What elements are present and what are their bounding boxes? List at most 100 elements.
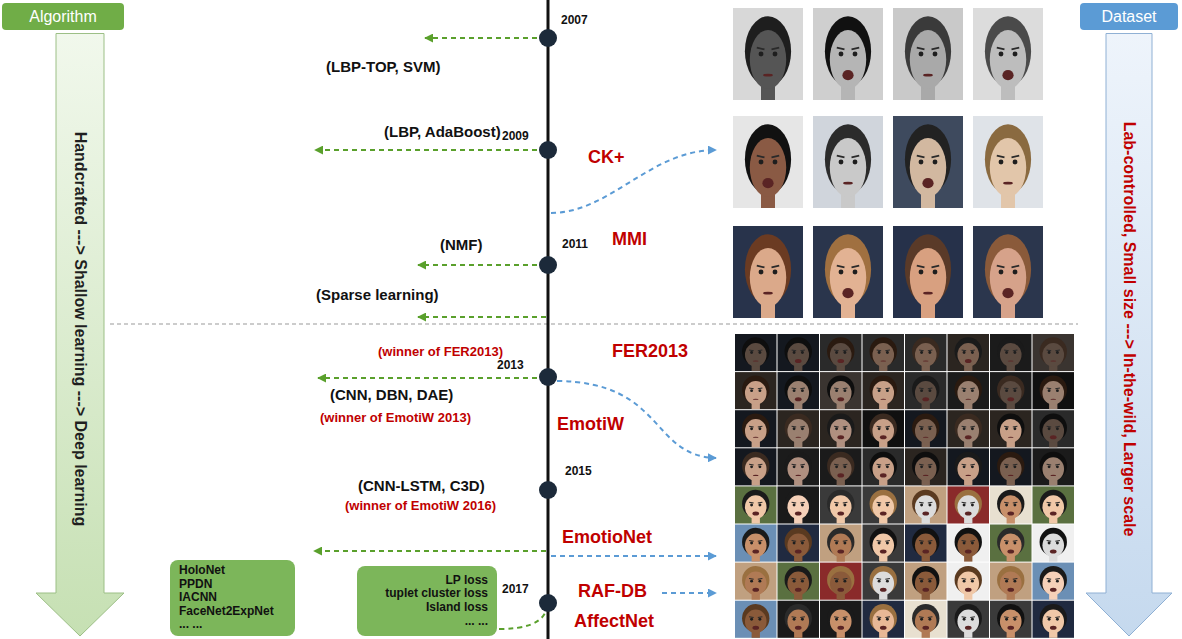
brow [843, 349, 848, 351]
brow [877, 426, 882, 428]
photo-ground [820, 601, 862, 638]
brow [1055, 578, 1060, 580]
eye [773, 270, 778, 275]
face-image [905, 486, 947, 523]
eye [1048, 580, 1051, 583]
mouth [753, 361, 759, 362]
photo-ground [733, 8, 803, 100]
eye [878, 618, 881, 621]
face-image [948, 486, 990, 523]
brow [800, 540, 805, 542]
photo-ground [735, 410, 777, 447]
eye [758, 465, 761, 468]
eye [963, 542, 966, 545]
eye [1056, 465, 1059, 468]
eye [759, 270, 764, 275]
eye [801, 542, 804, 545]
face [830, 572, 852, 596]
eye [853, 160, 858, 165]
brow [758, 388, 763, 390]
face [957, 343, 979, 367]
mouth [795, 511, 802, 515]
loss-leader [499, 613, 545, 629]
photo-ground [778, 334, 820, 371]
eye [758, 542, 761, 545]
eye [843, 351, 846, 354]
mouth [922, 397, 929, 401]
face-image [863, 601, 905, 638]
brow [749, 388, 754, 390]
brow [970, 464, 975, 466]
mouth [880, 435, 887, 439]
photo-ground [735, 525, 777, 562]
brow [1004, 502, 1009, 504]
eye [971, 618, 974, 621]
photo-ground [990, 525, 1032, 562]
brow [792, 502, 797, 504]
face [1000, 495, 1022, 519]
mouth [922, 178, 933, 188]
face [745, 381, 767, 405]
eye [878, 351, 881, 354]
brow [843, 388, 848, 390]
brow [919, 578, 924, 580]
photo-ground [990, 410, 1032, 447]
dataset-name: CK+ [588, 147, 625, 168]
eye [750, 618, 753, 621]
eye [920, 351, 923, 354]
timeline-dot [539, 141, 557, 159]
eye [835, 427, 838, 430]
brow [843, 540, 848, 542]
brow [1013, 388, 1018, 390]
photo-ground [863, 525, 905, 562]
photo-ground [778, 448, 820, 485]
mouth [965, 435, 972, 439]
brow [834, 540, 839, 542]
face-image [735, 448, 777, 485]
face [1000, 457, 1022, 481]
photo-ground [778, 601, 820, 638]
mouth [763, 292, 773, 295]
brow [757, 156, 765, 158]
eye [793, 618, 796, 621]
photo-ground [733, 226, 803, 318]
eye [886, 427, 889, 430]
photo-ground [973, 8, 1043, 100]
photo-ground [1033, 334, 1075, 371]
face-image [735, 563, 777, 600]
photo-ground [905, 563, 947, 600]
mouth [795, 626, 802, 630]
mouth [842, 70, 853, 80]
brow [837, 48, 845, 50]
eye [886, 618, 889, 621]
eye [971, 465, 974, 468]
algorithm-pointer [315, 149, 537, 151]
eye [843, 542, 846, 545]
photo-ground [893, 8, 963, 100]
face [745, 457, 767, 481]
brow [792, 349, 797, 351]
eye [1013, 351, 1016, 354]
photo-ground [990, 448, 1032, 485]
algorithm-pointer [425, 37, 537, 39]
face-image [733, 226, 803, 318]
face [787, 572, 809, 596]
face-image [973, 116, 1043, 208]
face-image [778, 334, 820, 371]
photo-ground [863, 448, 905, 485]
eye [839, 270, 844, 275]
face-image [1033, 525, 1075, 562]
face-image [1033, 486, 1075, 523]
face-image [948, 563, 990, 600]
mouth [1008, 475, 1014, 476]
face-image [973, 226, 1043, 318]
mouth [1002, 70, 1013, 80]
face-image [778, 410, 820, 447]
photo-ground [1033, 372, 1075, 409]
face [1000, 572, 1022, 596]
eye [920, 389, 923, 392]
mouth [837, 359, 844, 363]
mouth [1050, 435, 1057, 439]
mouth [922, 588, 929, 592]
brow [932, 156, 940, 158]
